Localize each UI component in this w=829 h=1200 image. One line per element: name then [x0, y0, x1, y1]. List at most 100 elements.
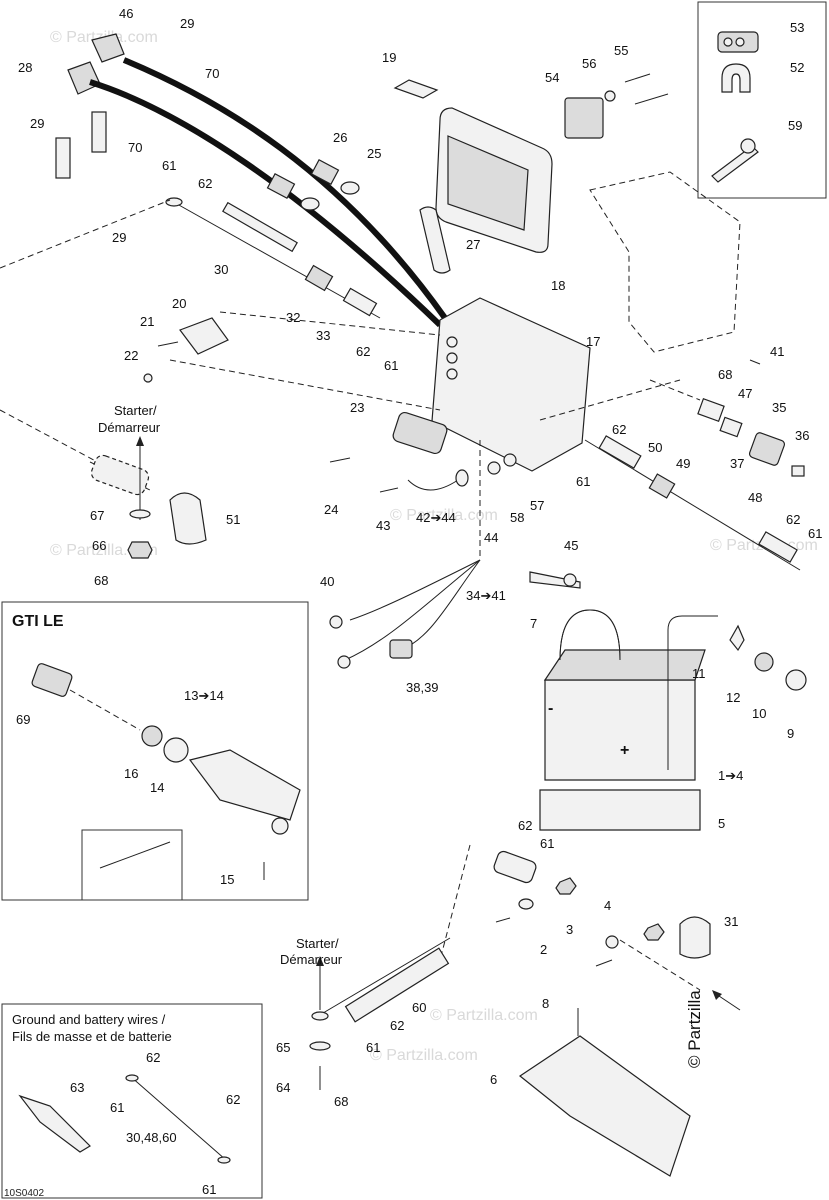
callout: 46	[119, 6, 133, 21]
nut-part	[266, 172, 296, 200]
callout: 67	[90, 508, 104, 523]
inset-title-line2: Fils de masse et de batterie	[12, 1029, 172, 1044]
callout: 2	[540, 942, 547, 957]
corrugated-sleeve	[222, 201, 298, 253]
callout: 68	[718, 367, 732, 382]
callout: 19	[382, 50, 396, 65]
callout: 62	[198, 176, 212, 191]
inset-clips	[697, 1, 827, 199]
battery-body	[544, 679, 696, 781]
callout: 21	[140, 314, 154, 329]
bolt-part	[634, 93, 669, 105]
callout: 29	[180, 16, 194, 31]
grommet-part	[340, 181, 360, 195]
callout: 48	[748, 490, 762, 505]
relay-part	[564, 97, 604, 139]
starter-solenoid	[329, 411, 517, 493]
inset-title-line1: Ground and battery wires /	[12, 1012, 166, 1027]
watermark-text: © Partzilla.com	[370, 1047, 478, 1064]
callout: 3	[566, 922, 573, 937]
cable-30	[165, 197, 381, 319]
callout: 64	[276, 1080, 290, 1095]
battery-minus-mark: -	[548, 700, 553, 717]
battery-cable-48	[584, 435, 801, 571]
grommet-hole	[446, 368, 458, 380]
callout: 22	[124, 348, 138, 363]
callout: 68	[334, 1094, 348, 1109]
wiring-harness	[329, 559, 581, 669]
leader-dashed	[539, 379, 681, 421]
starter-label-bottom-line1: Starter/	[296, 936, 339, 951]
callout: 14	[150, 780, 164, 795]
callout: 61	[366, 1040, 380, 1055]
boot-part	[169, 492, 207, 545]
box-housing-part	[431, 297, 591, 472]
callout: 51	[226, 512, 240, 527]
leader-dashed	[219, 311, 441, 336]
callout: 32	[286, 310, 300, 325]
callout: 37	[730, 456, 744, 471]
leader-dashed	[649, 379, 701, 401]
ring-terminal	[165, 197, 183, 207]
clamp-part	[721, 63, 751, 93]
leader-dashed	[169, 359, 441, 411]
callout: 66	[92, 538, 106, 553]
terminal-hardware	[729, 624, 807, 691]
callout: 28	[18, 60, 32, 75]
callout: 31	[724, 914, 738, 929]
spark-plug-part	[91, 111, 107, 153]
battery-tray	[539, 789, 701, 831]
boot-part	[598, 435, 642, 469]
callout: 20	[172, 296, 186, 311]
electrical-box	[431, 297, 591, 472]
callout: 62	[146, 1050, 160, 1065]
callout: 61	[202, 1182, 216, 1197]
callout: 24	[324, 502, 338, 517]
callout: 59	[788, 118, 802, 133]
callout: 10	[752, 706, 766, 721]
callout: 47	[738, 386, 752, 401]
callout: 44	[484, 530, 498, 545]
callout: 16	[124, 766, 138, 781]
callout: 49	[676, 456, 690, 471]
callout: 69	[16, 712, 30, 727]
callout: 30	[214, 262, 228, 277]
callout: 70	[128, 140, 142, 155]
inset-frame	[697, 1, 827, 199]
starter-terminal	[89, 436, 207, 559]
callout: 18	[551, 278, 565, 293]
callout: 12	[726, 690, 740, 705]
boot-part	[758, 531, 798, 563]
relay-group	[393, 73, 669, 139]
callout: 35	[772, 400, 786, 415]
callout: 30,48,60	[126, 1130, 177, 1145]
callout: 53	[790, 20, 804, 35]
callout: 61	[540, 836, 554, 851]
callout: 29	[30, 116, 44, 131]
leader-dashed	[0, 199, 171, 269]
callout: 62	[518, 818, 532, 833]
callout: 52	[790, 60, 804, 75]
callout: 6	[490, 1072, 497, 1087]
callout: 17	[586, 334, 600, 349]
grommet-hole	[446, 336, 458, 348]
nut-part	[648, 473, 676, 499]
callout: 34➔41	[466, 588, 506, 603]
callout: 68	[94, 573, 108, 588]
diagram-code: 10S0402	[4, 1188, 44, 1199]
callout: 56	[582, 56, 596, 71]
callout: 62	[226, 1092, 240, 1107]
callout: 38,39	[406, 680, 439, 695]
callout: 61	[110, 1100, 124, 1115]
callout: 60	[412, 1000, 426, 1015]
callout: 62	[786, 512, 800, 527]
solenoid-part	[392, 411, 448, 455]
leader-dashed	[439, 844, 471, 961]
plug-cap-part	[91, 33, 125, 63]
inset-frame	[1, 601, 309, 901]
callout: 65	[276, 1040, 290, 1055]
support-part	[518, 1035, 691, 1177]
callout: 8	[542, 996, 549, 1011]
sleeve-part	[419, 206, 451, 274]
tie-head	[740, 138, 756, 154]
